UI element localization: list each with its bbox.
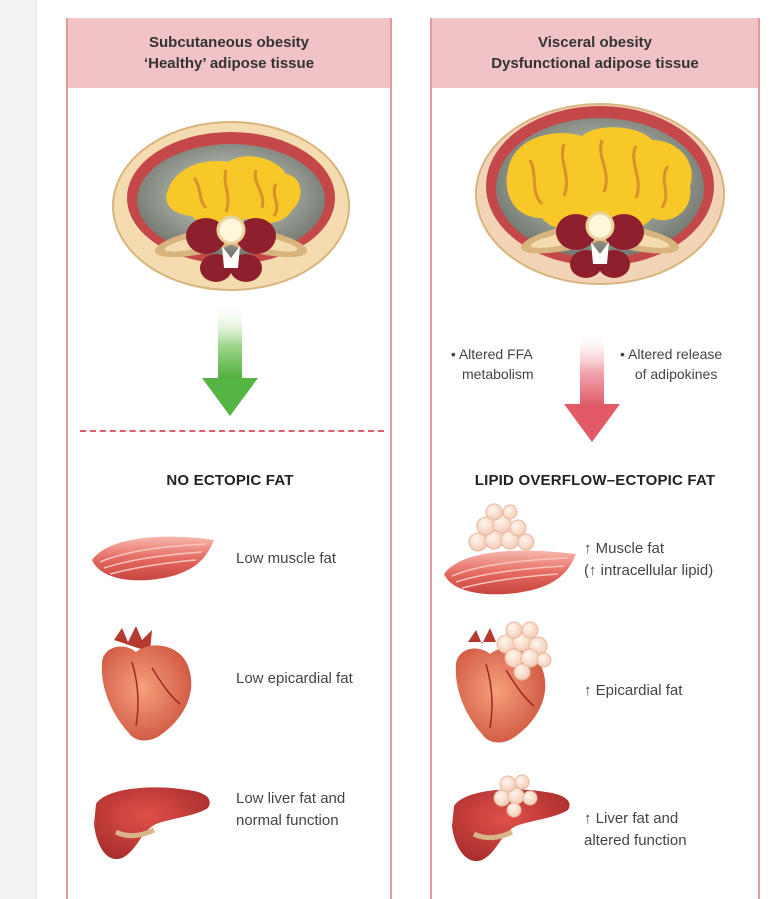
subcutaneous-header: Subcutaneous obesity ‘Healthy’ adipose t… [68, 18, 390, 88]
visceral-abdomen-illustration [472, 100, 728, 290]
red-down-arrow [562, 330, 622, 444]
low-epicardial-fat-label: Low epicardial fat [236, 668, 353, 690]
no-ectopic-fat-title: NO ECTOPIC FAT [120, 472, 340, 489]
increased-liver-fat-label: ↑ Liver fat and altered function [584, 808, 687, 852]
bullet-ffa-metabolism: • Altered FFA metabolism [450, 344, 534, 384]
subcutaneous-subtitle: ‘Healthy’ adipose tissue [144, 53, 314, 74]
fatty-heart-illustration-right [448, 620, 560, 750]
visceral-subtitle: Dysfunctional adipose tissue [491, 53, 699, 74]
subcutaneous-abdomen-illustration [106, 118, 356, 298]
muscle-illustration-left [88, 526, 218, 586]
bullet-adipokines-release: • Altered release of adipokines [620, 344, 722, 384]
low-liver-fat-label: Low liver fat and normal function [236, 788, 345, 832]
lipid-overflow-title: LIPID OVERFLOW–ECTOPIC FAT [440, 472, 750, 489]
left-gutter [0, 0, 37, 899]
increased-epicardial-fat-label: ↑ Epicardial fat [584, 680, 682, 702]
low-muscle-fat-label: Low muscle fat [236, 548, 336, 570]
fatty-muscle-illustration-right [440, 500, 580, 600]
visceral-title: Visceral obesity [538, 32, 652, 53]
increased-muscle-fat-label: ↑ Muscle fat (↑ intracellular lipid) [584, 538, 713, 582]
subcutaneous-title: Subcutaneous obesity [149, 32, 309, 53]
visceral-header: Visceral obesity Dysfunctional adipose t… [432, 18, 758, 88]
green-down-arrow [200, 304, 260, 418]
heart-illustration-left [92, 622, 202, 748]
fatty-liver-illustration-right [450, 770, 580, 866]
liver-illustration-left [92, 780, 216, 864]
divider-dashed [80, 430, 384, 432]
